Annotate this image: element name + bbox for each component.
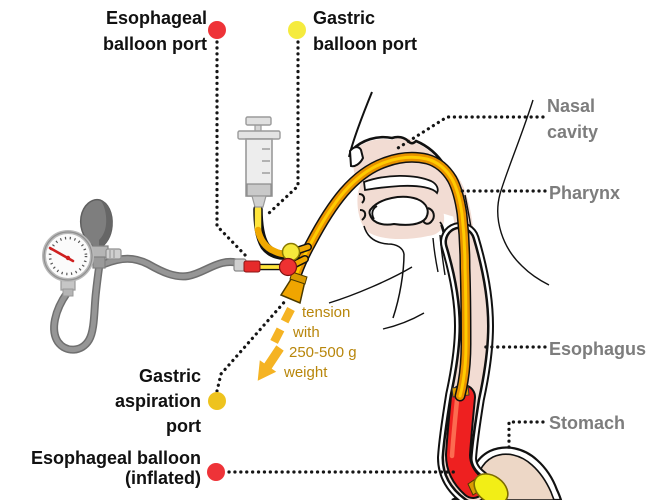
tension-arrow — [257, 307, 295, 381]
leader-esophageal-balloon-port — [215, 40, 249, 259]
funnel-collar — [289, 271, 308, 285]
label-nasal-cavity: Nasal cavity — [547, 96, 599, 142]
nose-tip — [348, 146, 365, 168]
syringe-nozzle — [251, 195, 267, 208]
trachea-line-2 — [439, 234, 446, 276]
gastric-balloon-port-connector — [281, 242, 301, 262]
label-esophageal-balloon-port: Esophageal balloon port — [103, 8, 207, 54]
neck-front-line — [392, 253, 405, 319]
tension-annotation: tension with 250-500 g weight — [284, 304, 357, 381]
leader-stomach — [507, 420, 545, 450]
shoulder-dip-line — [382, 312, 425, 330]
palate-band — [363, 175, 439, 195]
label-gastric-aspiration-port: Gastric aspiration port — [114, 366, 201, 436]
syringe-flange — [237, 130, 281, 140]
tongue — [368, 195, 429, 226]
feeding-tube — [291, 151, 472, 402]
tongue-curl — [371, 205, 378, 220]
esophageal-balloon-port-connector — [278, 257, 298, 277]
gastric-aspiration-port-dot — [208, 392, 226, 410]
drainage-funnel — [279, 271, 308, 305]
esophageal-balloon-inflated-dot — [207, 463, 225, 481]
label-esophageal-balloon-inflated: Esophageal balloon (inflated) — [30, 448, 201, 488]
leader-lines — [215, 40, 547, 474]
label-pharynx: Pharynx — [549, 183, 621, 203]
connector-red-tip — [243, 260, 261, 273]
syringe-tube — [253, 204, 312, 270]
chest-line — [328, 266, 413, 304]
esophageal-balloon-port-dot — [208, 21, 226, 39]
gauge-tick-ring — [48, 236, 88, 276]
label-gastric-balloon-port: Gastric balloon port — [313, 8, 417, 54]
uvula-curl — [422, 207, 435, 225]
lower-lip-curl — [359, 209, 367, 221]
label-stomach: Stomach — [549, 413, 626, 433]
balloon-highlight — [449, 397, 460, 459]
label-esophagus: Esophagus — [549, 339, 647, 359]
upper-lip-curl — [358, 193, 366, 204]
leader-gastric-aspiration-port — [215, 297, 289, 393]
syringe — [237, 116, 281, 208]
leader-gastric-balloon-port — [266, 40, 300, 216]
manometer-connector — [233, 258, 281, 273]
gastric-balloon-port-dot — [288, 21, 306, 39]
syringe-stopper — [246, 183, 272, 197]
esophageal-balloon — [444, 384, 486, 499]
back-of-neck-line — [497, 99, 550, 286]
sphygmomanometer — [42, 198, 245, 354]
syringe-plunger-top — [245, 116, 272, 126]
trachea-line-1 — [432, 237, 439, 273]
leader-nasal-cavity — [396, 115, 545, 150]
chin-jaw-line — [363, 225, 405, 255]
